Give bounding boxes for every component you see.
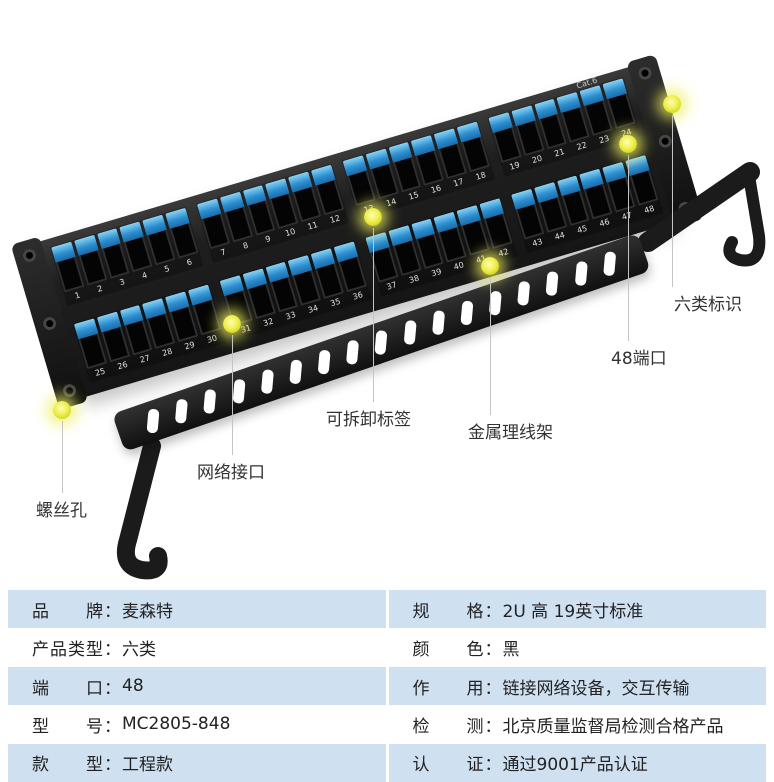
highlight-dot-icon: [53, 401, 71, 419]
cable-slot-icon: [317, 349, 331, 375]
callout-line: [373, 228, 374, 402]
spec-label: 产品类型：: [32, 640, 122, 661]
callout-label: 网络接口: [197, 463, 265, 483]
callout-line: [672, 115, 673, 287]
spec-row-ports: 端 口： 48: [8, 666, 386, 706]
spec-col-left: 品 牌： 麦森特 产品类型： 六类 端 口： 48 型 号： MC2805-84…: [8, 590, 386, 782]
spec-row-color: 颜 色： 黑: [388, 628, 766, 667]
callout-line: [628, 155, 629, 341]
callout-label: 螺丝孔: [36, 501, 87, 521]
cable-slot-icon: [431, 310, 445, 336]
spec-row-brand: 品 牌： 麦森特: [8, 590, 386, 629]
cable-slot-icon: [374, 329, 388, 355]
spec-row-inspection: 检 测： 北京质量监督局检测合格产品: [388, 705, 766, 744]
spec-label: 规 格：: [412, 601, 503, 622]
callout-line: [232, 335, 233, 455]
callout-line: [62, 421, 63, 493]
spec-value: 北京质量监督局检测合格产品: [502, 716, 724, 737]
spec-label: 检 测：: [412, 716, 503, 737]
cable-slot-icon: [460, 300, 474, 326]
spec-value: 2U 高 19英寸标准: [502, 601, 644, 622]
callout-label: 六类标识: [674, 295, 742, 315]
spec-label: 型 号：: [32, 716, 122, 737]
spec-row-spec: 规 格： 2U 高 19英寸标准: [388, 590, 766, 629]
highlight-dot-icon: [364, 208, 382, 226]
spec-value: 麦森特: [122, 601, 173, 622]
cable-slot-icon: [602, 251, 616, 277]
product-illustration: Cat.6 1234567891011121314151617181920212…: [10, 54, 766, 580]
spec-label: 认 证：: [412, 755, 503, 776]
highlight-dot-icon: [619, 135, 637, 153]
cable-slot-icon: [260, 369, 274, 395]
mounting-brackets: [116, 162, 766, 580]
left-bracket-icon: [116, 437, 168, 580]
cable-slot-icon: [346, 339, 360, 365]
cable-slot-icon: [146, 408, 160, 434]
spec-value: 48: [122, 676, 144, 697]
callout-line: [490, 277, 491, 415]
callout-label: 48端口: [611, 349, 667, 369]
cable-slot-icon: [203, 388, 217, 414]
cable-slot-icon: [517, 280, 531, 306]
spec-label: 品 牌：: [32, 601, 122, 622]
spec-table: 品 牌： 麦森特 产品类型： 六类 端 口： 48 型 号： MC2805-84…: [8, 590, 766, 782]
cable-slot-icon: [289, 359, 303, 385]
right-bracket-hook-icon: [723, 170, 766, 267]
spec-row-certification: 认 证： 通过9001产品认证: [388, 743, 766, 782]
spec-row-style: 款 型： 工程款: [8, 743, 386, 782]
highlight-dot-icon: [481, 257, 499, 275]
spec-value: MC2805-848: [122, 714, 231, 735]
spec-row-product-type: 产品类型： 六类: [8, 628, 386, 667]
highlight-dot-icon: [223, 315, 241, 333]
spec-label: 颜 色：: [412, 640, 503, 661]
spec-label: 端 口：: [32, 678, 122, 699]
spec-row-model: 型 号： MC2805-848: [8, 705, 386, 744]
spec-label: 款 型：: [32, 755, 122, 776]
callout-label: 可拆卸标签: [326, 410, 411, 430]
highlight-dot-icon: [663, 95, 681, 113]
spec-value: 工程款: [122, 755, 173, 776]
spec-value: 通过9001产品认证: [502, 755, 648, 776]
spec-value: 链接网络设备，交互传输: [502, 678, 690, 699]
spec-col-right: 规 格： 2U 高 19英寸标准 颜 色： 黑 作 用： 链接网络设备，交互传输…: [388, 590, 766, 782]
spec-value: 六类: [122, 640, 156, 661]
right-bracket-arm-icon: [638, 162, 760, 252]
spec-value: 黑: [502, 640, 520, 661]
cable-slot-icon: [545, 271, 559, 296]
spec-label: 作 用：: [412, 678, 503, 699]
spec-row-function: 作 用： 链接网络设备，交互传输: [388, 666, 766, 706]
cable-slot-icon: [232, 379, 246, 404]
cable-slot-icon: [403, 320, 417, 346]
callout-label: 金属理线架: [468, 423, 553, 443]
cable-slot-icon: [175, 398, 189, 424]
cable-slot-icon: [574, 261, 588, 287]
